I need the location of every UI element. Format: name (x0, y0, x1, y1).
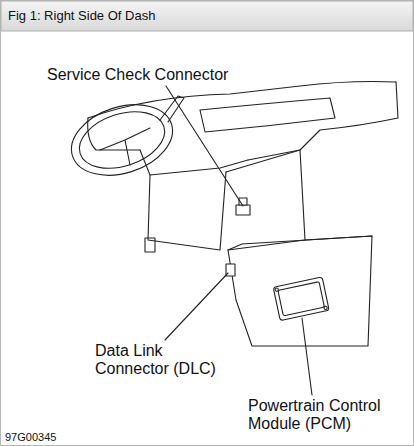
dash-right-edge (248, 82, 398, 160)
kick-panel (228, 236, 372, 346)
part-name: Powertrain Control Module (PCM) (248, 397, 398, 433)
leader-line (302, 318, 312, 395)
dash-lower-edge (140, 150, 248, 175)
header-bar (1, 1, 413, 31)
side-bracket (145, 238, 155, 252)
lower-dash-panel (148, 172, 226, 250)
center-console (226, 150, 305, 250)
panel-edge (305, 236, 372, 240)
dash-top (88, 82, 396, 119)
figure-title: Fig 1: Right Side Of Dash (8, 8, 155, 24)
pcm-module (273, 277, 329, 321)
steering-wheel-inner (72, 102, 172, 179)
dash-left-edge (88, 118, 140, 150)
steering-wheel (62, 93, 181, 188)
leader-line (165, 273, 228, 340)
dash-vent-panel (200, 98, 335, 132)
part-name: Data Link Connector (DLC) (95, 342, 233, 378)
figure-code: 97G00345 (5, 431, 125, 444)
part-name: Service Check Connector (47, 66, 307, 84)
wheel-spokes (100, 128, 150, 165)
leader-line (166, 86, 243, 206)
